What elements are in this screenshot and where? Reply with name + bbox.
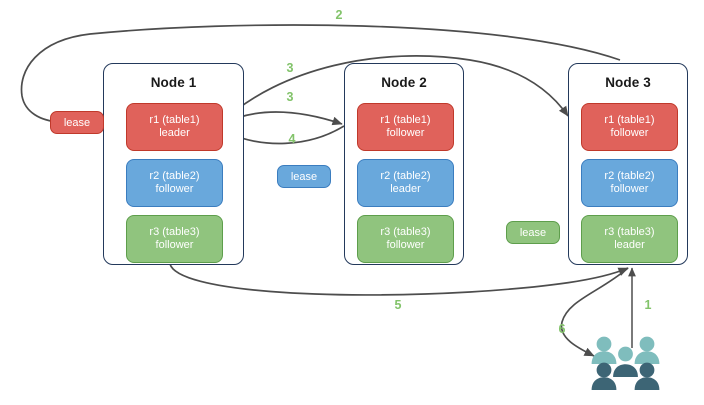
replica-range-label: r2 (table2) <box>149 169 200 182</box>
replica-range-label: r2 (table2) <box>604 169 655 182</box>
replica-role-label: follower <box>155 239 194 251</box>
step-label-1: 1 <box>644 298 652 312</box>
replica-n1r2[interactable]: r2 (table2) follower <box>126 159 223 207</box>
node-title-node1: Node 1 <box>150 75 197 90</box>
lease-badge-r3[interactable]: lease <box>506 221 560 244</box>
replica-n1r3[interactable]: r3 (table3) follower <box>126 215 223 263</box>
replica-n3r1[interactable]: r1 (table1) follower <box>581 103 678 151</box>
replica-n2r2[interactable]: r2 (table2) leader <box>357 159 454 207</box>
replica-role-label: follower <box>610 183 649 195</box>
replica-role-label: leader <box>614 239 645 251</box>
lease-badge-r1[interactable]: lease <box>50 111 104 134</box>
replica-role-label: follower <box>386 239 425 251</box>
replica-range-label: r1 (table1) <box>380 113 431 126</box>
replica-role-label: leader <box>159 127 190 139</box>
edge-step-5 <box>169 263 629 296</box>
replica-role-label: follower <box>610 127 649 139</box>
lease-badge-r2[interactable]: lease <box>277 165 331 188</box>
replica-n2r3[interactable]: r3 (table3) follower <box>357 215 454 263</box>
step-label-3a: 3 <box>286 61 294 75</box>
replica-range-label: r3 (table3) <box>604 225 655 238</box>
replica-role-label: leader <box>390 183 421 195</box>
replica-n3r3[interactable]: r3 (table3) leader <box>581 215 678 263</box>
replica-range-label: r3 (table3) <box>149 225 200 238</box>
step-label-6: 6 <box>558 322 566 336</box>
replica-n1r1[interactable]: r1 (table1) leader <box>126 103 223 151</box>
replica-role-label: follower <box>386 127 425 139</box>
step-label-2: 2 <box>335 8 343 22</box>
replica-range-label: r1 (table1) <box>604 113 655 126</box>
node-container-node3[interactable]: Node 3 r1 (table1) follower r2 (table2) … <box>568 63 688 265</box>
replica-range-label: r2 (table2) <box>380 169 431 182</box>
node-title-node3: Node 3 <box>605 75 651 90</box>
replica-n3r2[interactable]: r2 (table2) follower <box>581 159 678 207</box>
users-group-icon <box>591 336 660 390</box>
replica-n2r1[interactable]: r1 (table1) follower <box>357 103 454 151</box>
node-title-node2: Node 2 <box>381 75 427 90</box>
step-label-3b: 3 <box>286 90 294 104</box>
replica-role-label: follower <box>155 183 194 195</box>
replica-range-label: r1 (table1) <box>149 113 200 126</box>
node-container-node2[interactable]: Node 2 r1 (table1) follower r2 (table2) … <box>344 63 464 265</box>
step-label-4: 4 <box>288 132 296 146</box>
step-label-5: 5 <box>394 298 402 312</box>
replica-range-label: r3 (table3) <box>380 225 431 238</box>
node-container-node1[interactable]: Node 1 r1 (table1) leader r2 (table2) fo… <box>103 63 244 265</box>
